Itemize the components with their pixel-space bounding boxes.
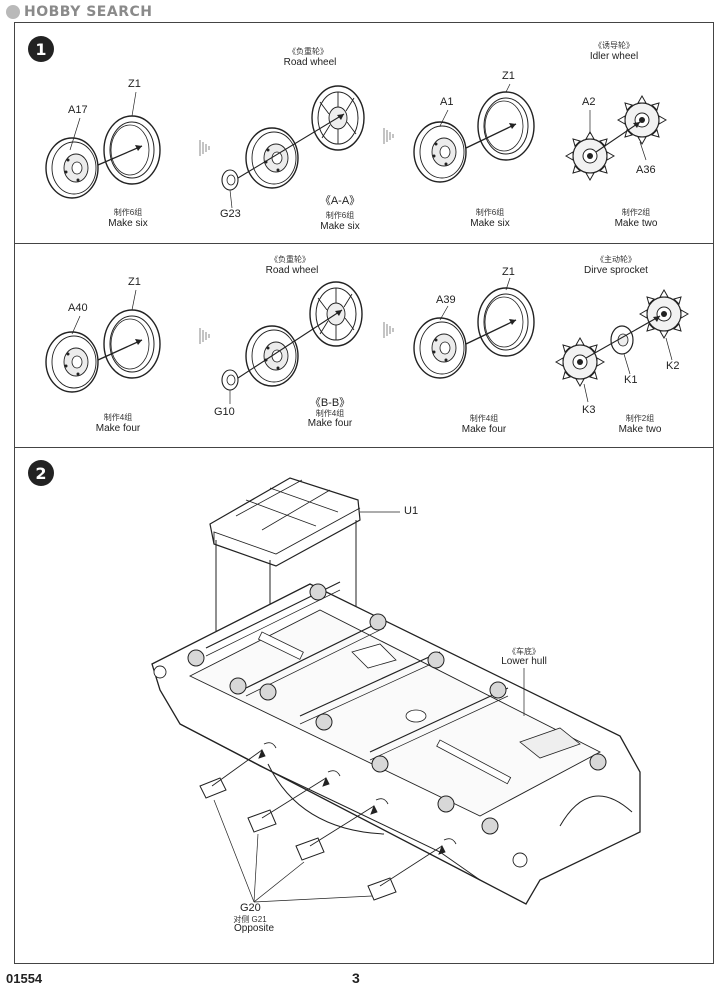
row2-g2-title-cn: 《负重轮》 bbox=[270, 255, 310, 264]
part-label-z1-d: Z1 bbox=[502, 266, 515, 278]
step2-brackets-g20 bbox=[199, 742, 457, 903]
lower-hull-label-en: Lower hull bbox=[501, 656, 547, 667]
part-label-g20: G20 bbox=[240, 902, 261, 914]
row1-group4-idler bbox=[565, 95, 667, 181]
section-label-b-b: 《B-B》 bbox=[309, 397, 351, 409]
row2-g1-qty-cn: 制作4组 bbox=[103, 413, 133, 422]
row1-group3-wheels bbox=[413, 83, 535, 183]
row1-group1-wheels bbox=[45, 91, 161, 199]
row1-g2-qty-cn: 制作6组 bbox=[325, 211, 355, 220]
part-label-a40: A40 bbox=[68, 302, 88, 314]
part-label-g23: G23 bbox=[220, 208, 241, 220]
part-label-z1: Z1 bbox=[128, 78, 141, 90]
row1-g2-title-cn: 《负重轮》 bbox=[288, 47, 328, 56]
row1-g1-qty-cn: 制作6组 bbox=[113, 208, 143, 217]
step-2-panel bbox=[14, 447, 714, 964]
section-label-a-a: 《A-A》 bbox=[319, 195, 361, 207]
row2-g2-qty-en: Make four bbox=[307, 418, 353, 429]
row2-g2-qty-cn: 制作4组 bbox=[315, 409, 345, 418]
row2-g4-title-cn: 《主动轮》 bbox=[596, 255, 636, 264]
row2-group3-wheels bbox=[413, 277, 535, 379]
step-1-badge: 1 bbox=[28, 36, 54, 62]
row2-group2-road-wheel bbox=[221, 281, 363, 404]
row1-g1-qty-en: Make six bbox=[108, 218, 148, 229]
row1-group2-road-wheel bbox=[221, 85, 365, 209]
row1-g2-title-en: Road wheel bbox=[283, 57, 337, 68]
row2-g1-qty-en: Make four bbox=[95, 423, 141, 434]
row2-g3-qty-en: Make four bbox=[461, 424, 507, 435]
row1-g4-title-cn: 《诱导轮》 bbox=[594, 41, 634, 50]
row1-g4-qty-cn: 制作2组 bbox=[621, 208, 651, 217]
part-label-z1-c: Z1 bbox=[128, 276, 141, 288]
part-label-g21-cn: 对侧 G21 bbox=[233, 915, 267, 924]
step2-top-plate-u1 bbox=[209, 477, 400, 668]
part-label-k3: K3 bbox=[582, 404, 596, 416]
row1-g2-qty-en: Make six bbox=[320, 221, 360, 232]
part-label-a2: A2 bbox=[582, 96, 596, 108]
row2-g4-title-en: Dirve sprocket bbox=[584, 265, 648, 276]
row1-g3-qty-cn: 制作6组 bbox=[475, 208, 505, 217]
step-2-badge: 2 bbox=[28, 460, 54, 486]
row1-g3-qty-en: Make six bbox=[470, 218, 510, 229]
part-label-g10: G10 bbox=[214, 406, 235, 418]
row2-g3-qty-cn: 制作4组 bbox=[469, 414, 499, 423]
row2-group4-sprocket bbox=[555, 289, 689, 403]
row2-g2-title-en: Road wheel bbox=[265, 265, 319, 276]
kit-number: 01554 bbox=[6, 971, 43, 986]
row1-g4-title-en: Idler wheel bbox=[589, 51, 639, 62]
hobby-search-logo-icon bbox=[6, 5, 20, 19]
part-label-g21-en: Opposite bbox=[233, 923, 275, 934]
part-label-a17: A17 bbox=[68, 104, 88, 116]
part-label-a39: A39 bbox=[436, 294, 456, 306]
part-label-k1: K1 bbox=[624, 374, 638, 386]
row2-group1-wheels bbox=[45, 289, 161, 393]
part-label-a36: A36 bbox=[636, 164, 656, 176]
watermark-text: HOBBY SEARCH bbox=[24, 4, 153, 20]
row2-g4-qty-en: Make two bbox=[618, 424, 662, 435]
lower-hull-label-cn: 《车底》 bbox=[508, 647, 540, 656]
row2-g4-qty-cn: 制作2组 bbox=[625, 414, 655, 423]
row1-g4-qty-en: Make two bbox=[614, 218, 658, 229]
part-label-a1: A1 bbox=[440, 96, 454, 108]
part-label-u1: U1 bbox=[404, 505, 419, 517]
part-label-k2: K2 bbox=[666, 360, 680, 372]
page-number: 3 bbox=[352, 970, 360, 986]
step2-lower-hull bbox=[151, 581, 641, 905]
hobby-search-watermark: HOBBY SEARCH bbox=[6, 4, 152, 20]
part-label-z1-b: Z1 bbox=[502, 70, 515, 82]
